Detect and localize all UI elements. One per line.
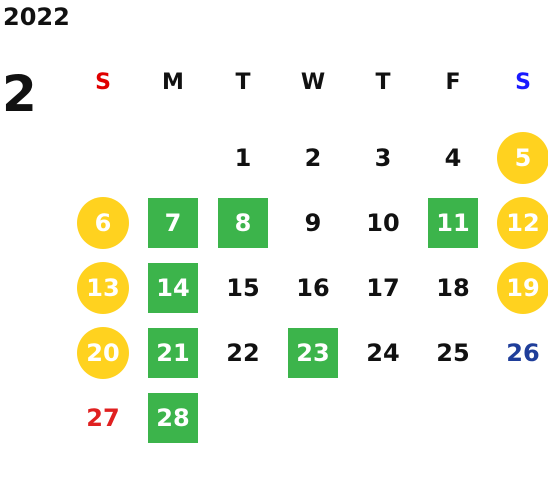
weekday-mon: M xyxy=(162,69,184,95)
day-number: 28 xyxy=(156,403,190,432)
day-cell-18[interactable]: 18 xyxy=(418,255,488,320)
day-cell-22[interactable]: 22 xyxy=(208,320,278,385)
day-number: 15 xyxy=(226,273,260,302)
day-cell-24[interactable]: 24 xyxy=(348,320,418,385)
day-cell-26[interactable]: 26 xyxy=(488,320,548,385)
empty-day-cell xyxy=(68,125,138,190)
day-number: 6 xyxy=(94,208,112,237)
day-number: 19 xyxy=(506,273,540,302)
day-number: 17 xyxy=(366,273,400,302)
day-number: 21 xyxy=(156,338,190,367)
day-cell-2[interactable]: 2 xyxy=(278,125,348,190)
day-cell-17[interactable]: 17 xyxy=(348,255,418,320)
day-number: 27 xyxy=(86,403,120,432)
weekday-thu: T xyxy=(375,69,391,95)
weekday-sun: S xyxy=(95,69,111,95)
day-cell-12[interactable]: 12 xyxy=(488,190,548,255)
day-cell-25[interactable]: 25 xyxy=(418,320,488,385)
day-cell-5[interactable]: 5 xyxy=(488,125,548,190)
day-cell-16[interactable]: 16 xyxy=(278,255,348,320)
day-cell-8[interactable]: 8 xyxy=(208,190,278,255)
month-number: 2 xyxy=(2,65,37,123)
day-number: 9 xyxy=(304,208,322,237)
day-number: 24 xyxy=(366,338,400,367)
weekday-fri: F xyxy=(445,69,461,95)
day-number: 1 xyxy=(234,143,252,172)
empty-day-cell xyxy=(138,125,208,190)
day-number: 26 xyxy=(506,338,540,367)
day-cell-6[interactable]: 6 xyxy=(68,190,138,255)
day-number: 4 xyxy=(444,143,462,172)
day-number: 10 xyxy=(366,208,400,237)
day-number: 16 xyxy=(296,273,330,302)
day-number: 23 xyxy=(296,338,330,367)
day-number: 18 xyxy=(436,273,470,302)
day-cell-28[interactable]: 28 xyxy=(138,385,208,450)
day-cell-13[interactable]: 13 xyxy=(68,255,138,320)
day-cell-3[interactable]: 3 xyxy=(348,125,418,190)
day-cell-14[interactable]: 14 xyxy=(138,255,208,320)
day-cell-15[interactable]: 15 xyxy=(208,255,278,320)
day-cell-21[interactable]: 21 xyxy=(138,320,208,385)
day-cell-10[interactable]: 10 xyxy=(348,190,418,255)
day-cell-19[interactable]: 19 xyxy=(488,255,548,320)
day-cell-9[interactable]: 9 xyxy=(278,190,348,255)
day-number: 12 xyxy=(506,208,540,237)
day-number: 11 xyxy=(436,208,470,237)
day-number: 3 xyxy=(374,143,392,172)
day-number: 22 xyxy=(226,338,260,367)
weekday-wed: W xyxy=(300,69,326,95)
day-number: 5 xyxy=(514,143,532,172)
day-cell-20[interactable]: 20 xyxy=(68,320,138,385)
day-cell-7[interactable]: 7 xyxy=(138,190,208,255)
weekday-sat: S xyxy=(515,69,531,95)
year-label: 2022 xyxy=(3,3,70,31)
day-number: 13 xyxy=(86,273,120,302)
day-cell-4[interactable]: 4 xyxy=(418,125,488,190)
weekday-header-row: S M T W T F S xyxy=(68,62,548,102)
day-cell-23[interactable]: 23 xyxy=(278,320,348,385)
day-number: 25 xyxy=(436,338,470,367)
weekday-tue: T xyxy=(235,69,251,95)
day-cell-1[interactable]: 1 xyxy=(208,125,278,190)
day-cell-27[interactable]: 27 xyxy=(68,385,138,450)
day-number: 8 xyxy=(234,208,252,237)
day-number: 7 xyxy=(164,208,182,237)
day-number: 14 xyxy=(156,273,190,302)
day-cell-11[interactable]: 11 xyxy=(418,190,488,255)
day-number: 2 xyxy=(304,143,322,172)
day-number: 20 xyxy=(86,338,120,367)
